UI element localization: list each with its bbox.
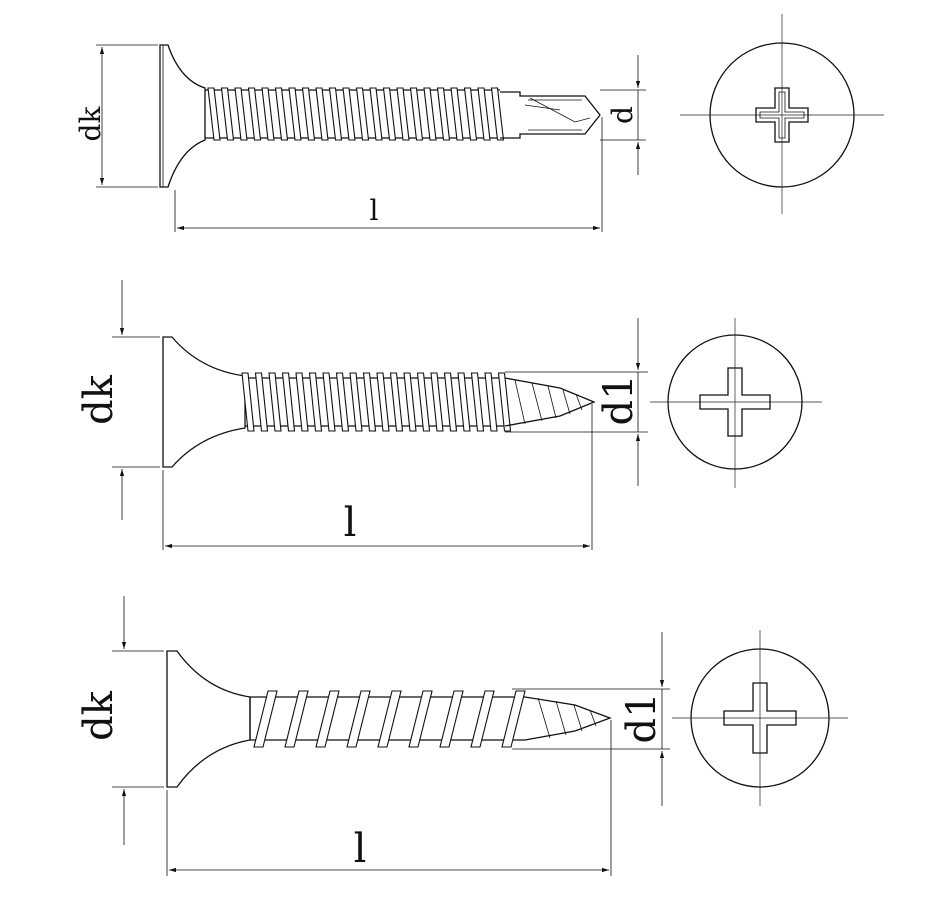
thread-ridge [403,372,417,432]
thread-ridge [423,87,437,141]
screw-2-shank-dia-label: d1 [596,374,642,425]
thread-ridge [328,87,343,141]
thread-ridge [463,87,478,141]
screw-3-shank-dia-label: d1 [619,692,665,743]
thread-ridge [430,372,444,432]
thread-ridge [477,87,491,141]
thread-ridge [346,690,371,748]
thread-ridge [261,87,275,141]
thread-ridge [408,690,433,748]
screw-1-thread [207,87,505,141]
thread-ridge [254,372,269,432]
screw-3-thread [253,690,526,748]
screw-3-side-view [112,596,670,876]
thread-ridge [382,87,397,141]
thread-ridge [220,87,235,141]
thread-ridge [490,87,505,141]
thread-ridge [247,87,262,141]
thread-ridge [253,690,278,748]
thread-ridge [281,372,296,432]
thread-ridge [308,372,323,432]
screw-2-length-label: l [344,500,357,546]
thread-ridge [335,372,350,432]
thread-ridge [315,690,340,748]
thread-ridge [349,372,363,432]
thread-ridge [501,690,526,748]
thread-ridge [207,87,221,141]
thread-ridge [295,372,309,432]
thread-ridge [301,87,316,141]
thread-ridge [274,87,289,141]
thread-ridge [234,87,248,141]
screw-1-shank-dia-label: d [606,106,639,124]
thread-ridge [436,87,451,141]
thread-ridge [284,690,309,748]
thread-ridge [484,372,498,432]
screw-2-side-view [112,280,648,550]
thread-ridge [342,87,356,141]
thread-ridge [268,372,282,432]
thread-ridge [409,87,424,141]
thread-ridge [443,372,458,432]
screw-1-length-label: l [370,194,379,227]
thread-ridge [376,372,390,432]
thread-ridge [497,372,512,432]
thread-ridge [457,372,471,432]
screw-1-side-view [96,44,646,232]
thread-ridge [362,372,377,432]
thread-ridge [470,690,495,748]
screw-3-head-dia-label: dk [76,690,122,741]
thread-ridge [288,87,302,141]
screw-2-end-view [650,318,822,488]
screw-1-end-view [680,14,884,214]
screw-2-head-dia-label: dk [76,374,122,425]
thread-ridge [396,87,410,141]
thread-ridge [439,690,464,748]
thread-ridge [322,372,336,432]
thread-ridge [241,372,255,432]
thread-ridge [355,87,370,141]
thread-ridge [315,87,329,141]
thread-ridge [377,690,402,748]
thread-ridge [369,87,383,141]
thread-ridge [416,372,431,432]
screw-3-end-view [672,630,848,806]
thread-ridge [450,87,464,141]
screw-3-length-label: l [354,826,367,872]
screw-2-thread [241,372,512,432]
screw-1-head-dia-label: dk [74,106,107,142]
thread-ridge [389,372,404,432]
thread-ridge [470,372,485,432]
